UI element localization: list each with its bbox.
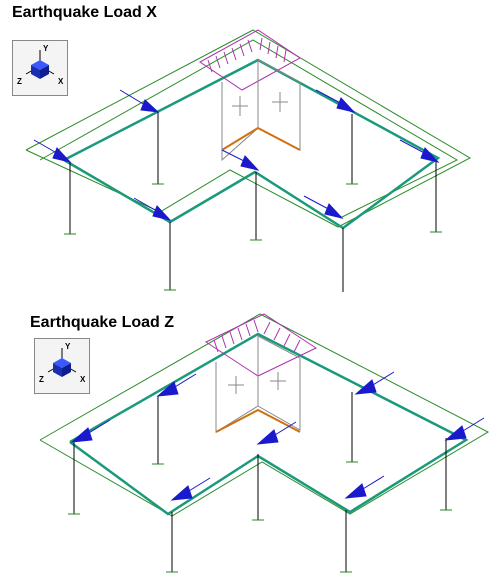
- panel-earthquake-load-z: Earthquake Load Z Y Z X: [0, 292, 492, 584]
- panel-title: Earthquake Load X: [12, 4, 157, 21]
- bracing: [215, 408, 301, 433]
- panel-title: Earthquake Load Z: [30, 314, 175, 331]
- panel-earthquake-load-x: Earthquake Load X Y Z X: [12, 4, 472, 292]
- axis-triad: Y Z X: [34, 338, 90, 394]
- load-outline: [25, 29, 472, 228]
- bracing: [221, 126, 301, 151]
- columns: [69, 112, 437, 292]
- supports: [64, 183, 442, 291]
- triad-label-right: X: [80, 375, 86, 384]
- triad-label-left: Z: [17, 77, 22, 86]
- structure-model: [39, 313, 490, 573]
- axis-triad: Y Z X: [12, 40, 68, 96]
- structure-model: [25, 29, 472, 292]
- wall-load: [204, 313, 318, 377]
- load-outline: [39, 313, 490, 517]
- lateral-load-arrows: [33, 89, 440, 221]
- axis-triad-icon: Y Z X: [12, 40, 68, 96]
- wall-load: [199, 29, 301, 91]
- lateral-load-arrows: [70, 371, 485, 501]
- triad-label-up: Y: [65, 342, 71, 351]
- shear-walls: [215, 335, 301, 433]
- triad-label-left: Z: [39, 375, 44, 384]
- triad-label-up: Y: [43, 44, 49, 53]
- columns: [73, 392, 447, 572]
- triad-label-right: X: [58, 77, 64, 86]
- axis-triad-icon: Y Z X: [34, 338, 90, 394]
- supports: [68, 461, 452, 573]
- floor-beams: [69, 332, 469, 516]
